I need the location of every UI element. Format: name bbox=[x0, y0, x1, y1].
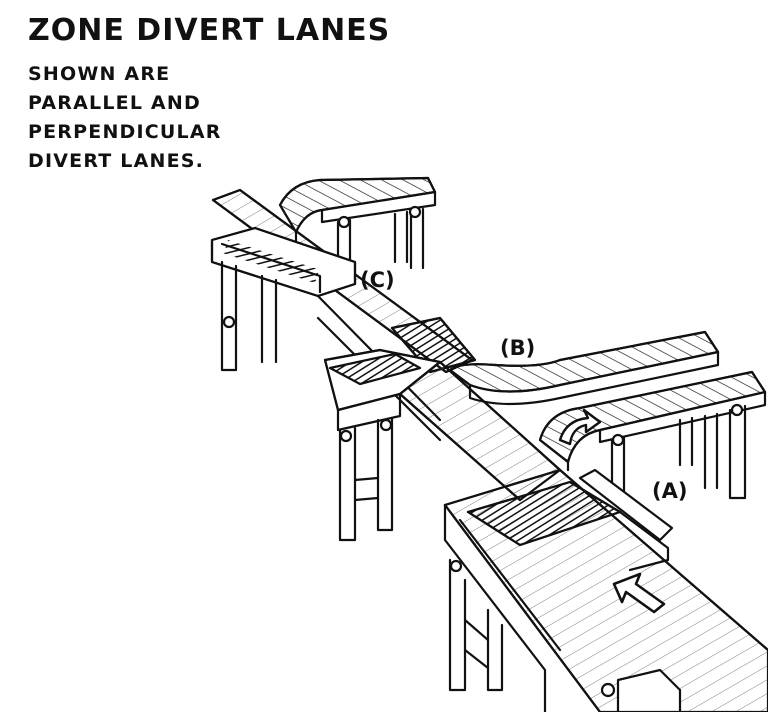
subtitle-line-4: DIVERT LANES. bbox=[28, 150, 205, 172]
subtitle-line-1: SHOWN ARE bbox=[28, 63, 171, 85]
label-lane-a: (A) bbox=[652, 479, 687, 503]
curved-arrow-icon bbox=[558, 408, 602, 446]
label-lane-c: (C) bbox=[360, 268, 395, 292]
subtitle-line-3: PERPENDICULAR bbox=[28, 121, 222, 143]
flow-direction-arrow-icon bbox=[612, 572, 666, 614]
diagram-subtitle: SHOWN ARE PARALLEL AND PERPENDICULAR DIV… bbox=[28, 60, 222, 176]
divert-lane-a bbox=[538, 370, 767, 500]
label-lane-b: (B) bbox=[500, 336, 535, 360]
diagram-title: ZONE DIVERT LANES bbox=[28, 13, 391, 48]
main-conveyor-near bbox=[443, 468, 768, 712]
main-conveyor-middle bbox=[323, 348, 562, 542]
subtitle-line-2: PARALLEL AND bbox=[28, 92, 201, 114]
